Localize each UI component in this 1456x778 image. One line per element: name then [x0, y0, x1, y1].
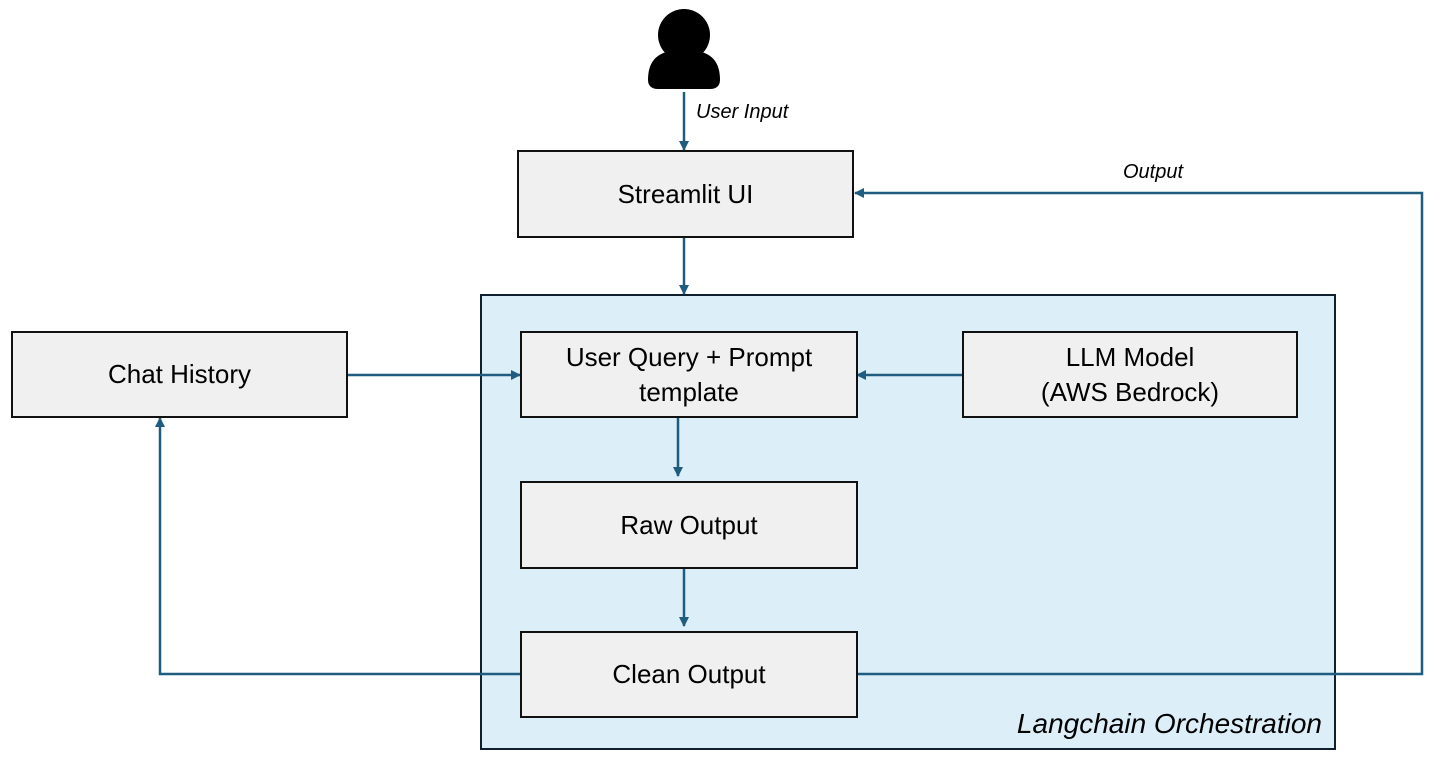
container-label: Langchain Orchestration — [1016, 708, 1322, 739]
streamlit-ui-node: Streamlit UI — [517, 150, 854, 238]
chat-history-node: Chat History — [11, 331, 348, 418]
user-query-prompt-node: User Query + Prompt template — [520, 331, 858, 418]
edge-clean-output-to-chat-history — [155, 417, 520, 676]
output-label: Output — [1123, 161, 1184, 183]
edge-clean-output-to-streamlit — [854, 188, 1424, 676]
raw-output-node: Raw Output — [520, 481, 858, 569]
llm-model-node: LLM Model (AWS Bedrock) — [962, 331, 1298, 418]
user-icon — [648, 9, 720, 89]
user-input-label: User Input — [696, 101, 789, 123]
clean-output-node: Clean Output — [520, 631, 858, 718]
